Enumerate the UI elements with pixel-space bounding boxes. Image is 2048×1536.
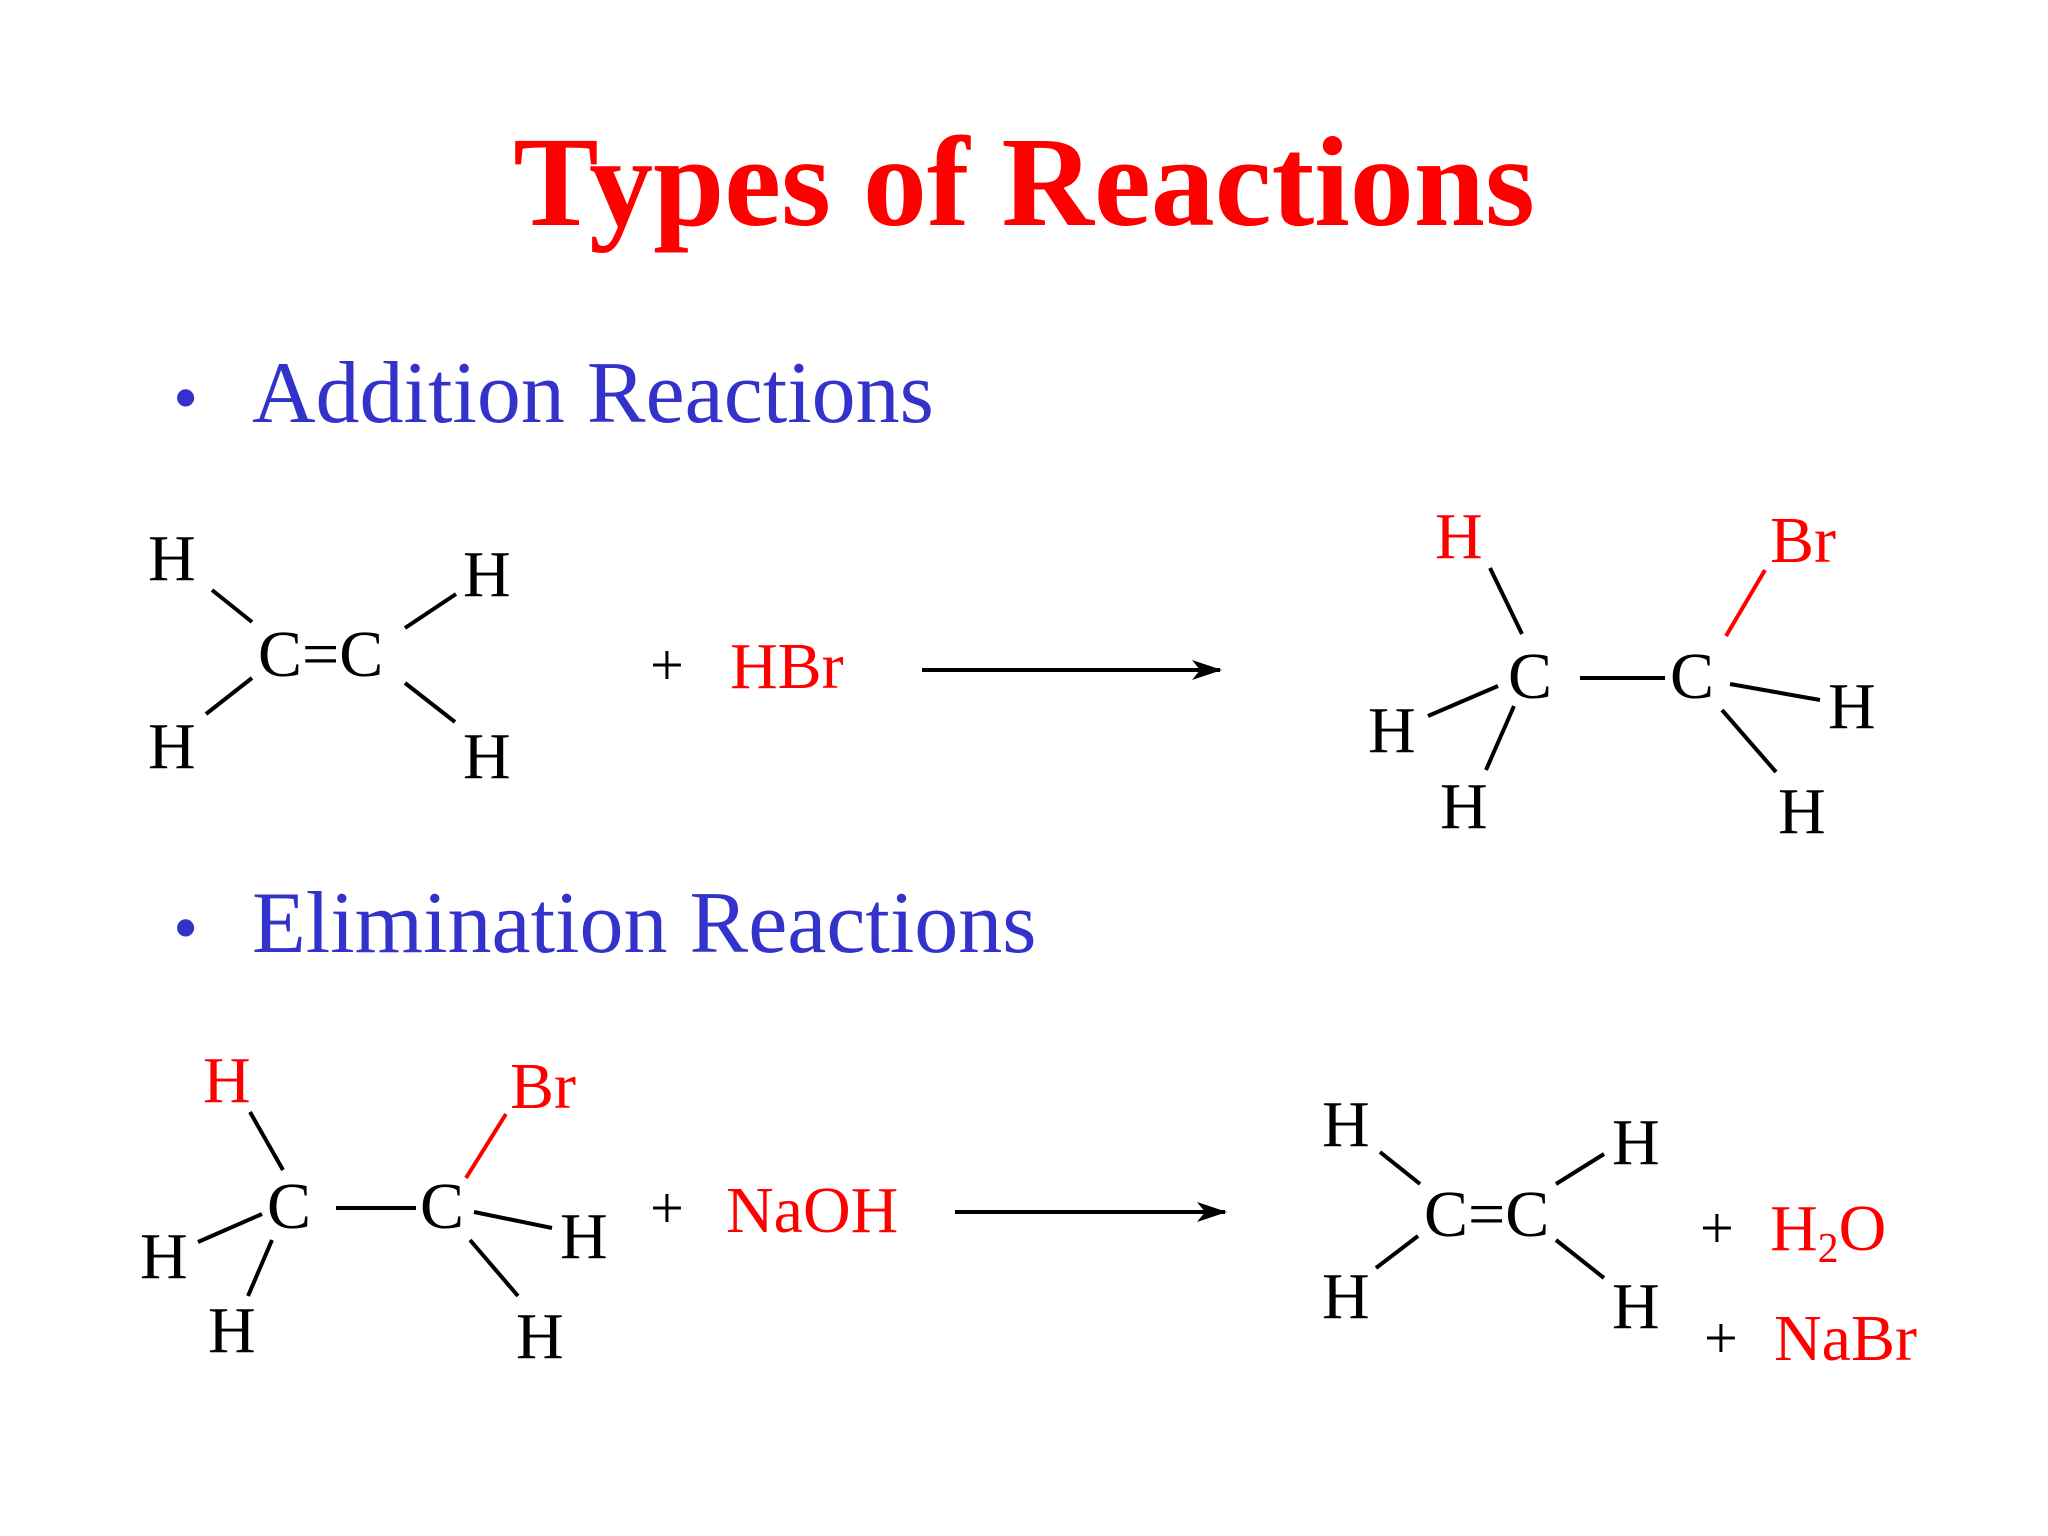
atom-h: H — [1435, 500, 1483, 573]
bond-line — [1378, 1150, 1422, 1186]
atom-c: C — [1508, 640, 1552, 713]
byproduct-sodium-bromide: + NaBr — [1704, 1302, 1917, 1375]
bond-line — [248, 1111, 285, 1171]
bond-line — [204, 676, 254, 716]
atom-c: C — [267, 1170, 311, 1243]
bond-line — [1427, 684, 1499, 718]
bond-line — [246, 1239, 274, 1297]
plus-sign: + — [650, 632, 684, 698]
bond-line — [1729, 682, 1821, 702]
atom-h: H — [1828, 670, 1876, 743]
bond-line — [1554, 1152, 1606, 1186]
bond-line — [403, 681, 457, 724]
atom-h: H — [140, 1220, 188, 1293]
atom-h: H — [148, 710, 196, 783]
bond-line — [1724, 568, 1767, 638]
carbon-double-bond: C=C — [258, 618, 383, 691]
atom-h: H — [1322, 1088, 1370, 1161]
bond-line — [1488, 567, 1524, 635]
bond-line — [403, 592, 458, 630]
slide-title: Types of Reactions — [513, 111, 1535, 253]
atom-h: H — [148, 522, 196, 595]
atom-h: H — [1440, 770, 1488, 843]
bullet-addition: • — [173, 358, 198, 438]
atom-c: C — [420, 1170, 464, 1243]
atom-br: Br — [510, 1050, 576, 1123]
heading-elimination: Elimination Reactions — [252, 875, 1037, 972]
atom-c: C — [1670, 640, 1714, 713]
bond-line — [1720, 708, 1778, 774]
atom-h: H — [516, 1300, 564, 1373]
reagent-hbr: HBr — [730, 630, 844, 703]
plus-sign: + — [1700, 1195, 1734, 1261]
bond-line — [1484, 705, 1516, 771]
plus-sign: + — [650, 1175, 684, 1241]
elimination-product-ethylene: H H H H C=C — [1322, 1088, 1660, 1343]
carbon-double-bond: C=C — [1424, 1178, 1549, 1251]
nabr-formula: NaBr — [1774, 1302, 1917, 1375]
plus-sign: + — [1704, 1305, 1738, 1371]
atom-h: H — [463, 538, 511, 611]
byproduct-water: + H2O — [1700, 1192, 1886, 1272]
bond-line — [1554, 1238, 1606, 1280]
bullet-elimination: • — [173, 888, 198, 968]
water-h: H — [1770, 1192, 1818, 1265]
atom-h: H — [1322, 1260, 1370, 1333]
atom-h: H — [203, 1044, 251, 1117]
atom-h: H — [1612, 1270, 1660, 1343]
reagent-naoh: NaOH — [726, 1174, 898, 1247]
atom-h: H — [1612, 1106, 1660, 1179]
atom-h: H — [208, 1294, 256, 1367]
water-subscript: 2 — [1818, 1226, 1839, 1272]
bond-line — [1374, 1234, 1420, 1270]
bond-line — [197, 1212, 263, 1244]
atom-br: Br — [1770, 504, 1836, 577]
elimination-reactant-bromoethane: H Br C C H H H H — [140, 1044, 608, 1373]
bond-line — [464, 1112, 508, 1180]
heading-addition: Addition Reactions — [252, 345, 934, 442]
addition-reactant-ethylene: H H H H C=C — [148, 522, 511, 793]
water-o: O — [1839, 1192, 1887, 1265]
bond-line — [468, 1238, 520, 1298]
atom-h: H — [560, 1200, 608, 1273]
bond-line — [210, 588, 254, 624]
atom-h: H — [463, 720, 511, 793]
bond-line — [473, 1210, 553, 1230]
atom-h: H — [1368, 694, 1416, 767]
water-formula: H2O — [1770, 1192, 1886, 1272]
atom-h: H — [1778, 775, 1826, 848]
addition-product-bromoethane: H Br C C H H H H — [1368, 500, 1876, 848]
